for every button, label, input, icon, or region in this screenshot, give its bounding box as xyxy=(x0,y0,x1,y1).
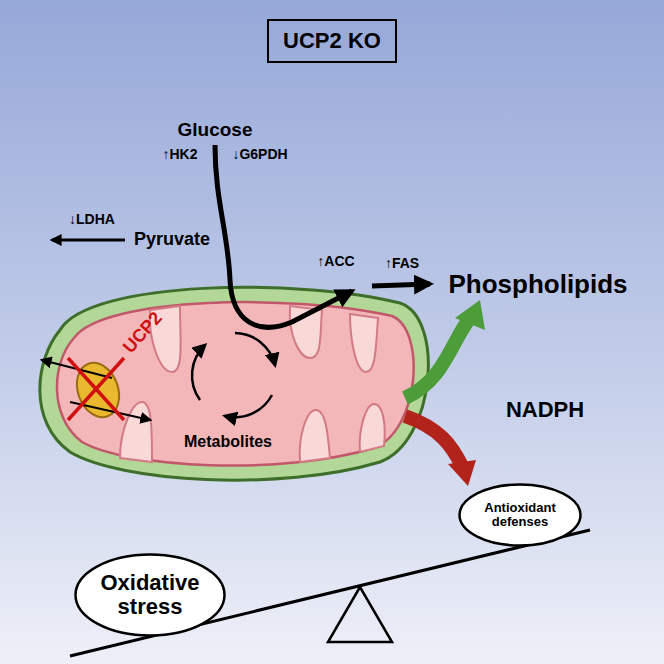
product-label: Phospholipids xyxy=(448,270,627,299)
cristae xyxy=(120,306,385,462)
tca-cycle xyxy=(192,333,275,417)
ldha-arrow xyxy=(52,239,125,242)
mitochondrion-outer xyxy=(40,287,428,480)
seesaw-fulcrum xyxy=(328,587,392,642)
node-text: Oxidative stress xyxy=(94,571,206,619)
ellipse-outline xyxy=(76,555,225,636)
fas-arrow xyxy=(372,284,430,286)
metabolite-label: Pyruvate xyxy=(134,230,210,250)
nadph-red-head xyxy=(448,460,476,486)
enzyme-label: ↑FAS xyxy=(385,256,419,271)
enzyme-label: ↓LDHA xyxy=(69,212,115,227)
seesaw-beam xyxy=(70,530,590,656)
node-text: UCP2 KO xyxy=(283,29,381,53)
nadph-green-head xyxy=(455,300,485,330)
cofactor-label: NADPH xyxy=(506,398,584,422)
ellipse-outline xyxy=(460,485,581,546)
title-box: UCP2 KO xyxy=(267,19,397,63)
knockout-cross xyxy=(68,358,124,420)
metabolite-label: Metabolites xyxy=(184,433,272,451)
enzyme-label: ↑HK2 xyxy=(162,147,197,162)
metabolite-label: Glucose xyxy=(178,120,253,141)
enzyme-label: ↓G6PDH xyxy=(232,147,287,162)
antioxidant-ellipse: Antioxidant defenses xyxy=(458,483,582,547)
nadph-green-ribbon xyxy=(405,318,470,398)
enzyme-label: ↑ACC xyxy=(317,254,354,269)
stress-ellipse: Oxidative stress xyxy=(74,553,226,637)
nadph-red-ribbon xyxy=(405,416,462,466)
glucose-flux-arrow xyxy=(215,145,352,327)
mitochondrion-inner xyxy=(57,302,414,465)
node-text: Antioxidant defenses xyxy=(477,501,563,530)
